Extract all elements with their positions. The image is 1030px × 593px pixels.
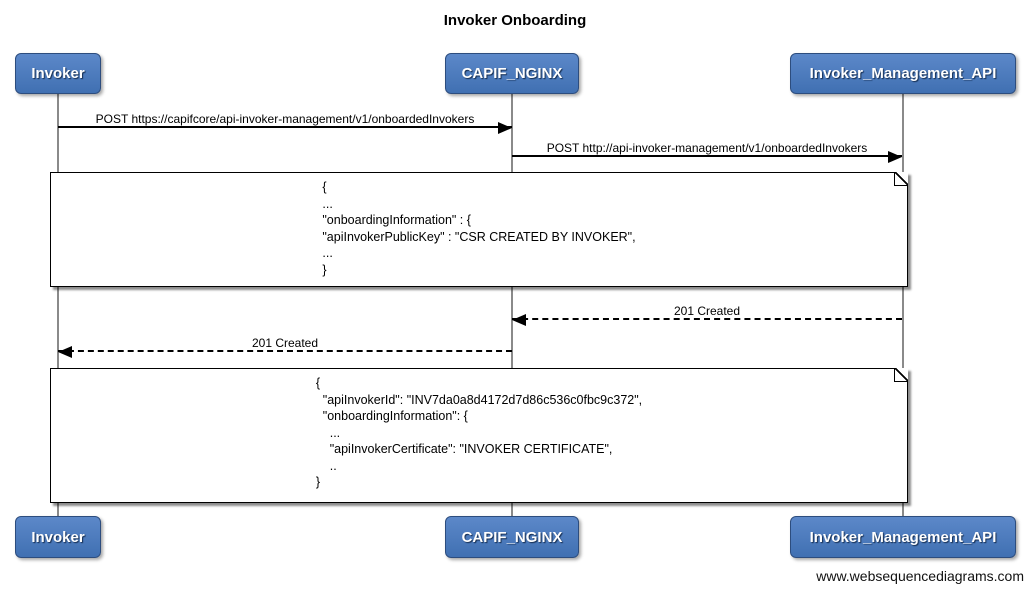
actor-invoker-label: Invoker — [31, 528, 85, 546]
actor-capif-nginx-label: CAPIF_NGINX — [461, 65, 563, 82]
arrowhead-right-icon — [498, 122, 512, 134]
actor-invoker-management-api-label: Invoker_Management_API — [809, 528, 997, 546]
note-onboarding-response-body: { "apiInvokerId": "INV7da0a8d4172d7d86c5… — [50, 368, 908, 503]
note-text: { ... "onboardingInformation" : { "apiIn… — [322, 180, 636, 277]
actor-invoker-management-api-bottom: Invoker_Management_API — [790, 516, 1016, 558]
message-201-created-to-capif: 201 Created — [512, 298, 902, 326]
actor-capif-nginx-top: CAPIF_NGINX — [445, 53, 579, 94]
note-onboarding-request-body: { ... "onboardingInformation" : { "apiIn… — [50, 172, 908, 287]
message-post-onboarded-invokers-https: POST https://capifcore/api-invoker-manag… — [58, 106, 512, 134]
arrowhead-right-icon — [888, 151, 902, 163]
message-label: POST https://capifcore/api-invoker-manag… — [95, 112, 475, 126]
lifeline-invoker-management-api — [902, 94, 904, 517]
message-line — [58, 350, 512, 352]
message-201-created-to-invoker: 201 Created — [58, 330, 512, 358]
message-line — [512, 318, 902, 320]
arrowhead-left-icon — [512, 314, 526, 326]
message-line — [58, 126, 512, 128]
message-post-onboarded-invokers-http: POST http://api-invoker-management/v1/on… — [512, 135, 902, 163]
actor-invoker-top: Invoker — [15, 53, 101, 94]
watermark: www.websequencediagrams.com — [816, 568, 1024, 584]
actor-invoker-management-api-label: Invoker_Management_API — [809, 65, 997, 82]
lifeline-invoker — [57, 94, 59, 517]
actor-capif-nginx-bottom: CAPIF_NGINX — [445, 516, 579, 558]
actor-invoker-label: Invoker — [31, 65, 85, 82]
message-label: 201 Created — [251, 336, 319, 350]
actor-invoker-management-api-top: Invoker_Management_API — [790, 53, 1016, 94]
lifeline-capif-nginx — [511, 94, 513, 517]
actor-invoker-bottom: Invoker — [15, 516, 101, 558]
note-text: { "apiInvokerId": "INV7da0a8d4172d7d86c5… — [315, 376, 643, 489]
actor-capif-nginx-label: CAPIF_NGINX — [461, 528, 563, 546]
note-fold-corner-icon — [894, 368, 908, 382]
message-line — [512, 155, 902, 157]
note-fold-corner-icon — [894, 172, 908, 186]
message-label: 201 Created — [673, 304, 741, 318]
arrowhead-left-icon — [58, 346, 72, 358]
diagram-title: Invoker Onboarding — [443, 12, 587, 29]
message-label: POST http://api-invoker-management/v1/on… — [546, 141, 868, 155]
